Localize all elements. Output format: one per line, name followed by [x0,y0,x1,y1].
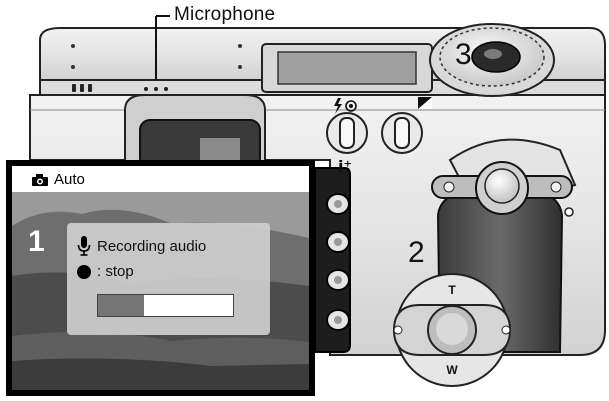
zoom-wide-label: W [446,363,458,377]
mode-label: Auto [54,170,85,188]
step-number-3: 3 [455,38,472,71]
recording-row: Recording audio [77,236,206,256]
recording-audio-panel: Recording audio : stop [67,223,270,335]
zoom-tele-label: T [448,283,456,297]
shutter-release-dial [429,23,555,97]
microphone-holes [144,87,168,91]
microphone-callout-line [155,15,170,80]
step-number-2: 2 [408,236,425,269]
lcd-monitor: Auto 1 Recording audio : stop [6,160,315,396]
microphone-callout-label: Microphone [174,4,276,25]
stop-instruction-text: : stop [97,263,134,280]
record-dot-icon [77,264,91,279]
monitor-status-bar: Auto [12,166,309,192]
recording-progress-fill [98,295,144,316]
flash-symbol-icon [334,98,357,114]
flash-button [326,112,368,154]
microphone-icon [77,236,91,256]
camera-icon [32,173,48,186]
exposure-comp-button [381,112,423,154]
info-button-label: i⁺ [338,157,352,176]
indicator-lamp [564,207,574,217]
speaker-grille [72,84,92,92]
exposure-compensation-icon [418,97,432,109]
recording-progress-bar [97,294,234,317]
recording-status-text: Recording audio [97,237,207,255]
zoom-controller [392,273,512,387]
stop-row: : stop [77,263,134,280]
top-data-panel [261,43,433,93]
mode-lever [431,138,577,215]
step-number-1: 1 [28,225,45,258]
viewfinder-eyepiece [124,94,266,169]
monitor-screen: Auto 1 Recording audio : stop [12,166,309,390]
side-buttons [314,167,351,353]
top-plate-screws [71,44,242,69]
